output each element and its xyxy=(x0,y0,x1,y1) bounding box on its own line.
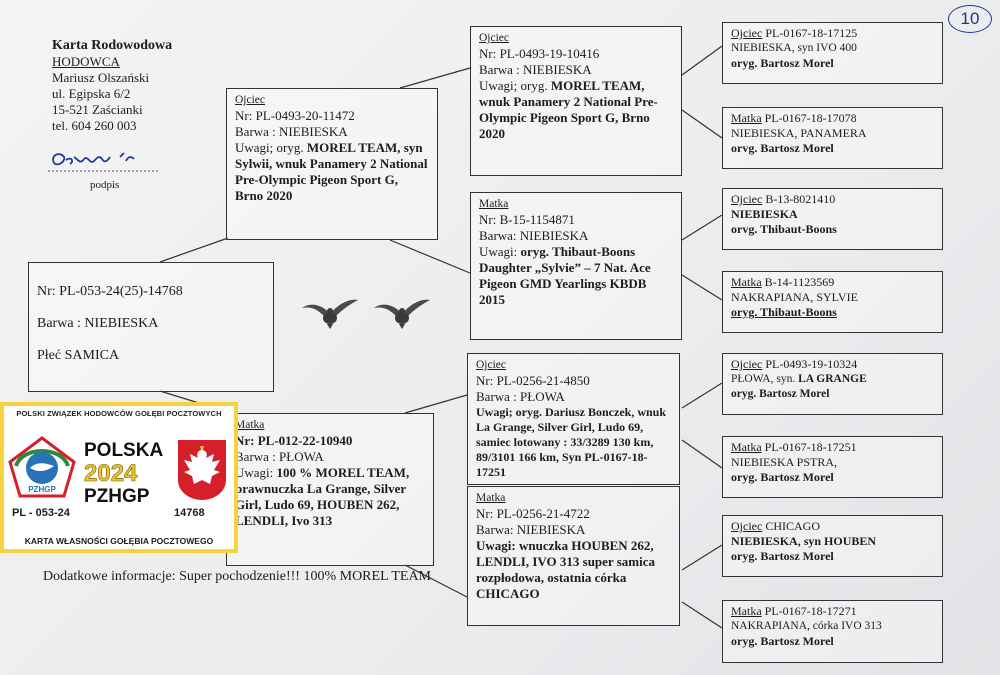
polish-eagle-emblem-icon xyxy=(178,440,226,500)
mf-color: Barwa : PŁOWA xyxy=(476,389,565,404)
maternal-grandfather-box: Ojciec Nr: PL-0256-21-4850 Barwa : PŁOWA… xyxy=(467,353,680,485)
subject-color: Barwa : NIEBIESKA xyxy=(37,316,159,331)
gg-detail: NIEBIESKA PSTRA, xyxy=(731,455,838,469)
breeder-name: Mariusz Olszański xyxy=(52,70,150,85)
gg-detail: NIEBIESKA, syn IVO 400 xyxy=(731,42,857,54)
signature-label: podpis xyxy=(90,179,120,191)
gg-origin: oryg. Bartosz Morel xyxy=(731,56,834,70)
ff-ring: Nr: PL-0493-19-10416 xyxy=(479,46,600,61)
gg-detail: NIEBIESKA, syn HOUBEN xyxy=(731,534,877,548)
signature-icon xyxy=(48,152,158,172)
mother-label: Matka xyxy=(235,419,265,431)
pzhgp-logo-icon: PZHGP xyxy=(8,436,76,498)
great-grandparent-box: Ojciec PL-0167-18-17125 NIEBIESKA, syn I… xyxy=(722,22,943,84)
gg-origin: orvg. Bartosz Morel xyxy=(731,141,834,155)
gg-ring-line: Matka PL-0167-18-17251 xyxy=(731,440,857,454)
mother-box: Matka Nr: PL-012-22-10940 Barwa : PŁOWA … xyxy=(226,413,434,566)
card-country: POLSKA xyxy=(84,440,164,461)
mf-ring: Nr: PL-0256-21-4850 xyxy=(476,373,590,388)
breeder-label: HODOWCA xyxy=(52,54,120,69)
ff-notes: Uwagi; oryg. MOREL TEAM, wnuk Panamery 2… xyxy=(479,78,658,141)
mm-label: Matka xyxy=(476,492,506,504)
card-org: PZHGP xyxy=(84,486,150,507)
great-grandparent-box: Ojciec B-13-8021410 NIEBIESKA orvg. Thib… xyxy=(722,188,943,250)
great-grandparent-box: Matka PL-0167-18-17271 NAKRAPIANA, córka… xyxy=(722,600,943,663)
breeder-header: Karta Rodowodowa HODOWCA Mariusz Olszańs… xyxy=(52,38,172,134)
father-box: Ojciec Nr: PL-0493-20-11472 Barwa : NIEB… xyxy=(226,88,438,240)
gg-detail: NIEBIESKA xyxy=(731,207,798,221)
pigeon-icon xyxy=(374,299,430,329)
great-grandparent-box: Matka PL-0167-18-17078 NIEBIESKA, PANAME… xyxy=(722,107,943,169)
mm-notes: Uwagi: wnuczka HOUBEN 262, LENDLI, IVO 3… xyxy=(476,538,655,601)
mother-ring: Nr: PL-012-22-10940 xyxy=(235,433,353,448)
gg-ring-line: Matka PL-0167-18-17078 xyxy=(731,111,857,125)
father-ring: Nr: PL-0493-20-11472 xyxy=(235,108,355,123)
gg-origin: oryg. Bartosz Morel xyxy=(731,549,834,563)
great-grandparent-box: Matka PL-0167-18-17251 NIEBIESKA PSTRA, … xyxy=(722,436,943,498)
mm-color: Barwa: NIEBIESKA xyxy=(476,522,586,537)
subject-sex: Płeć SAMICA xyxy=(37,348,120,363)
gg-detail: PŁOWA, syn. LA GRANGE xyxy=(731,373,867,385)
breeder-city: 15-521 Zaścianki xyxy=(52,102,143,117)
pigeon-icon xyxy=(302,299,358,329)
fm-notes: Uwagi: oryg. Thibaut-Boons Daughter „Syl… xyxy=(479,244,651,307)
fm-label: Matka xyxy=(479,198,509,210)
gg-origin: orvg. Thibaut-Boons xyxy=(731,222,837,236)
fm-ring: Nr: B-15-1154871 xyxy=(479,212,575,227)
gg-origin: oryg. Thibaut-Boons xyxy=(731,305,837,319)
gg-origin: oryg. Bartosz Morel xyxy=(731,388,830,400)
maternal-grandmother-box: Matka Nr: PL-0256-21-4722 Barwa: NIEBIES… xyxy=(467,486,680,626)
paternal-grandmother-box: Matka Nr: B-15-1154871 Barwa: NIEBIESKA … xyxy=(470,192,682,340)
great-grandparent-box: Ojciec CHICAGO NIEBIESKA, syn HOUBEN ory… xyxy=(722,515,943,577)
gg-ring-line: Matka PL-0167-18-17271 xyxy=(731,604,857,618)
card-ring: PL - 053-24 xyxy=(12,507,70,519)
ff-color: Barwa : NIEBIESKA xyxy=(479,62,592,77)
subject-box: Nr: PL-053-24(25)-14768 Barwa : NIEBIESK… xyxy=(28,262,274,392)
card-header: POLSKI ZWIĄZEK HODOWCÓW GOŁĘBI POCZTOWYC… xyxy=(16,409,222,418)
gg-ring-line: Ojciec PL-0167-18-17125 xyxy=(731,26,858,40)
father-color: Barwa : NIEBIESKA xyxy=(235,124,348,139)
svg-text:PZHGP: PZHGP xyxy=(28,485,56,494)
card-year: 2024 xyxy=(84,460,138,488)
additional-info-text: Super pochodzenie!!! 100% MOREL TEAM xyxy=(179,569,432,584)
fm-color: Barwa: NIEBIESKA xyxy=(479,228,589,243)
ff-label: Ojciec xyxy=(479,32,510,44)
paternal-grandfather-box: Ojciec Nr: PL-0493-19-10416 Barwa : NIEB… xyxy=(470,26,682,176)
additional-info-label: Dodatkowe informacje: xyxy=(43,569,176,584)
card-title: Karta Rodowodowa xyxy=(52,38,173,53)
ownership-card-inner: POLSKI ZWIĄZEK HODOWCÓW GOŁĘBI POCZTOWYC… xyxy=(4,406,234,549)
mf-notes: Uwagi; oryg. Dariusz Bonczek, wnuk La Gr… xyxy=(476,405,667,479)
gg-ring-line: Ojciec CHICAGO xyxy=(731,519,820,533)
mm-ring: Nr: PL-0256-21-4722 xyxy=(476,506,590,521)
subject-ring: Nr: PL-053-24(25)-14768 xyxy=(37,284,183,299)
great-grandparent-box: Matka B-14-1123569 NAKRAPIANA, SYLVIE or… xyxy=(722,271,943,333)
additional-info: Dodatkowe informacje: Super pochodzenie!… xyxy=(43,568,463,585)
breeder-phone: tel. 604 260 003 xyxy=(52,118,137,133)
mother-color: Barwa : PŁOWA xyxy=(235,449,324,464)
mf-label: Ojciec xyxy=(476,359,507,371)
breeder-street: ul. Egipska 6/2 xyxy=(52,86,131,101)
father-notes: Uwagi; oryg. MOREL TEAM, syn Sylwii, wnu… xyxy=(235,140,428,203)
page-number: 10 xyxy=(960,9,980,28)
gg-detail: NAKRAPIANA, córka IVO 313 xyxy=(731,620,882,632)
gg-ring-line: Ojciec PL-0493-19-10324 xyxy=(731,357,858,371)
card-number: 14768 xyxy=(174,507,205,519)
card-footer: KARTA WŁASNOŚCI GOŁĘBIA POCZTOWEGO xyxy=(24,536,214,546)
ownership-card: POLSKI ZWIĄZEK HODOWCÓW GOŁĘBI POCZTOWYC… xyxy=(0,402,238,553)
great-grandparent-box: Ojciec PL-0493-19-10324 PŁOWA, syn. LA G… xyxy=(722,353,943,415)
mother-notes: Uwagi: 100 % MOREL TEAM, prawnuczka La G… xyxy=(235,465,410,528)
gg-detail: NIEBIESKA, PANAMERA xyxy=(731,126,867,140)
gg-origin: oryg. Bartosz Morel xyxy=(731,634,834,648)
father-label: Ojciec xyxy=(235,94,266,106)
page-number-circle: 10 xyxy=(948,5,992,33)
gg-ring-line: Matka B-14-1123569 xyxy=(731,275,835,289)
gg-origin: oryg. Bartosz Morel xyxy=(731,470,834,484)
gg-ring-line: Ojciec B-13-8021410 xyxy=(731,192,836,206)
gg-detail: NAKRAPIANA, SYLVIE xyxy=(731,290,858,304)
